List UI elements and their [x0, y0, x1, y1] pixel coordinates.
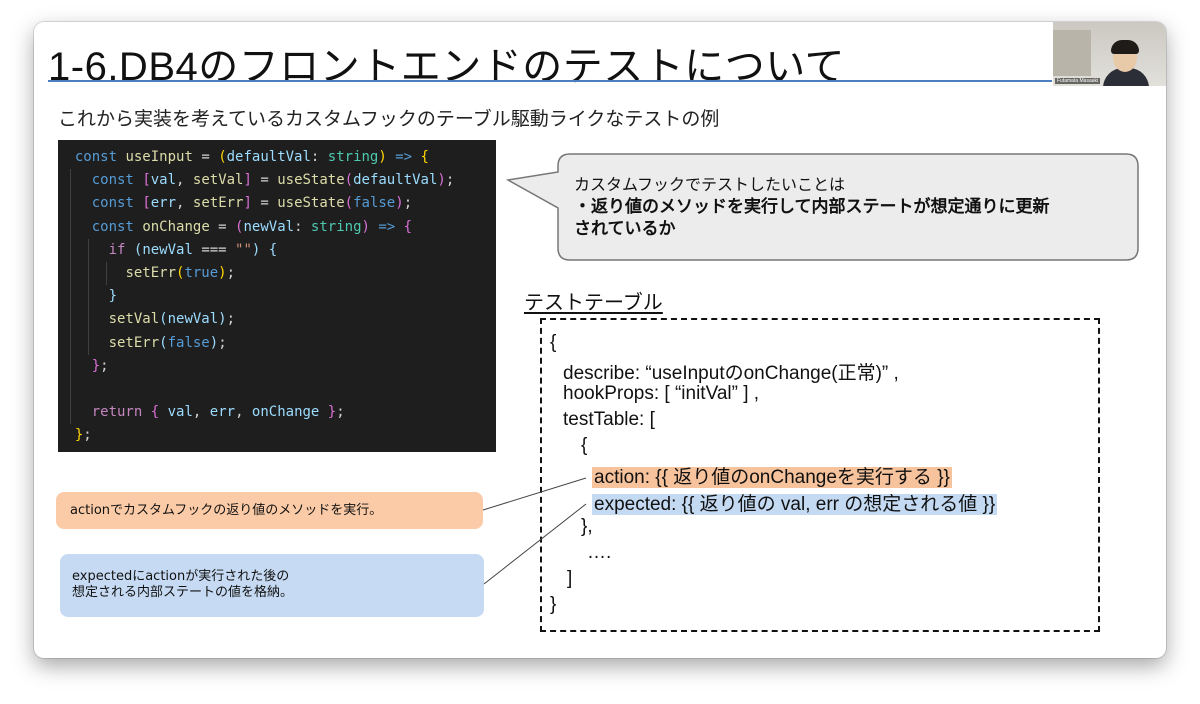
action-note: actionでカスタムフックの返り値のメソッドを実行。 [56, 492, 483, 529]
participant-body [1103, 68, 1149, 86]
array-close-bracket: ] [567, 568, 573, 589]
code-line: const onChange = (newVal: string) => { [58, 215, 496, 239]
expected-note: expectedにactionが実行された後の 想定される内部ステートの値を格納… [60, 554, 484, 617]
callout-line-3: されているか [574, 219, 676, 239]
expected-highlight: expected: {{ 返り値の val, err の想定される値 }} [592, 494, 998, 515]
action-note-text: actionでカスタムフックの返り値のメソッドを実行。 [70, 503, 383, 518]
test-table-box [540, 318, 1100, 632]
ellipsis: …. [587, 542, 612, 563]
code-block: const useInput = (defaultVal: string) =>… [58, 140, 496, 452]
action-highlight: action: {{ 返り値のonChangeを実行する }} [592, 467, 952, 488]
slide-subtitle: これから実装を考えているカスタムフックのテーブル駆動ライクなテストの例 [58, 108, 720, 130]
code-line [58, 377, 496, 402]
slide-title: 1-6.DB4のフロントエンドのテストについて [48, 45, 846, 89]
participant-video-thumbnail[interactable]: Futamata Masaaki [1053, 22, 1166, 86]
expected-note-line-1: expectedにactionが実行された後の [72, 569, 290, 584]
code-line: return { val, err, onChange }; [58, 401, 496, 425]
callout-line-1: カスタムフックでテストしたいことは [574, 175, 846, 194]
code-line: setErr(true); [58, 261, 496, 286]
code-line: const [val, setVal] = useState(defaultVa… [58, 169, 496, 193]
expected-note-line-2: 想定される内部ステートの値を格納。 [72, 585, 294, 600]
item-close-brace: }, [581, 516, 593, 537]
callout-text: カスタムフックでテストしたいことは ・返り値のメソッドを実行して内部ステートが想… [574, 174, 1050, 240]
slide-window: 1-6.DB4のフロントエンドのテストについて Futamata Masaaki… [34, 22, 1166, 658]
open-brace: { [550, 332, 557, 353]
code-line: }; [74, 427, 92, 444]
code-line: } [58, 285, 496, 309]
expected-line: expected: {{ 返り値の val, err の想定される値 }} [592, 489, 998, 516]
participant-name-label: Futamata Masaaki [1055, 78, 1101, 84]
item-open-brace: { [581, 435, 588, 456]
code-line: const [err, setErr] = useState(false); [58, 192, 496, 216]
code-line: setVal(newVal); [58, 308, 496, 332]
action-line: action: {{ 返り値のonChangeを実行する }} [592, 462, 952, 489]
code-line: if (newVal === "") { [58, 238, 496, 262]
title-underline [48, 80, 1052, 82]
hook-props-line: hookProps: [ “initVal” ] , [563, 383, 760, 404]
describe-line: describe: “useInputのonChange(正常)” , [563, 363, 899, 384]
code-line: }; [58, 354, 496, 378]
code-line: setErr(false); [58, 331, 496, 355]
callout-bubble [505, 153, 1139, 261]
code-line: const useInput = (defaultVal: string) =>… [74, 149, 429, 165]
test-table-line: testTable: [ [563, 409, 655, 430]
close-brace: } [550, 594, 557, 615]
callout-line-2: ・返り値のメソッドを実行して内部ステートが想定通りに更新 [574, 197, 1050, 217]
test-table-heading: テストテーブル [524, 290, 663, 314]
